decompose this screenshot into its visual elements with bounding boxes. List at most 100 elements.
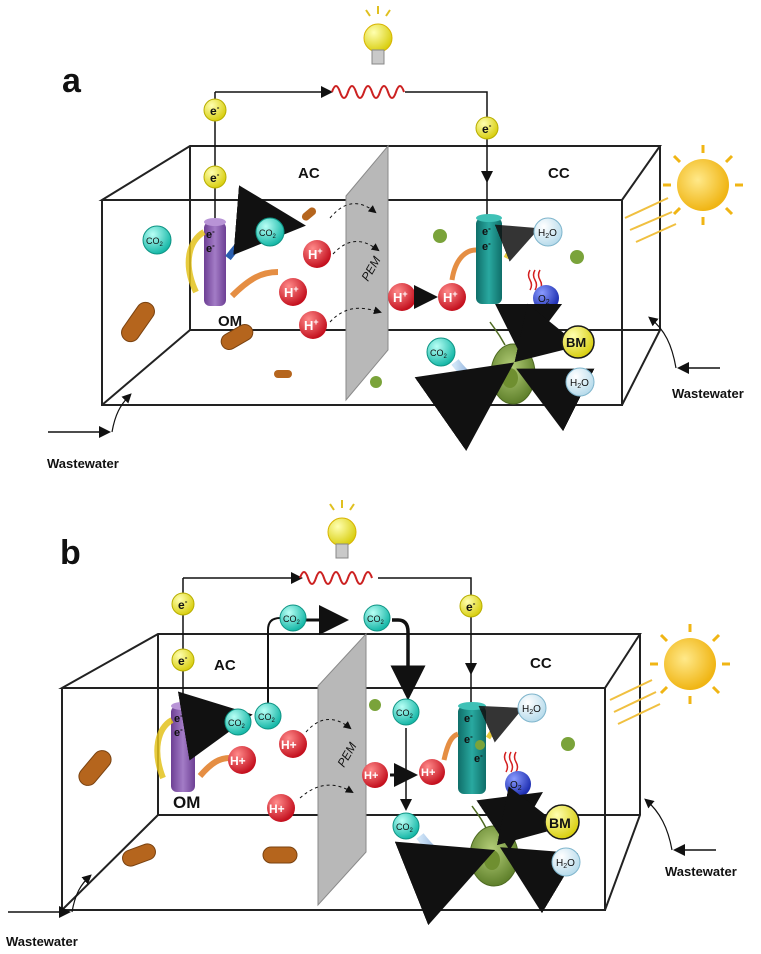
microalga-icon (570, 250, 584, 264)
inflow-arrow (111, 393, 132, 433)
svg-text:e-: e- (464, 711, 473, 725)
proton: H+ (267, 794, 295, 822)
svg-text:BM: BM (549, 815, 571, 831)
svg-text:CO2: CO2 (396, 822, 414, 834)
svg-text:H+: H+ (308, 246, 323, 262)
svg-text:e-: e- (474, 751, 483, 765)
bacterium-icon (262, 846, 298, 864)
electron-cathode-wire: e- (475, 116, 499, 140)
svg-text:e-: e- (206, 227, 215, 241)
inflow-arrow (644, 798, 673, 851)
o2-molecule: O2 (533, 285, 559, 311)
resistor-coil-icon (331, 85, 405, 99)
proton: H+ (388, 283, 416, 311)
microalga-icon (475, 740, 485, 750)
biomass-production-arrow (496, 786, 562, 846)
resistor-coil-icon (299, 571, 373, 585)
svg-text:e-: e- (466, 599, 476, 614)
svg-text:H2O: H2O (570, 378, 589, 390)
proton: H+ (419, 759, 445, 785)
anode-chamber-label: AC (298, 165, 320, 182)
external-circuit (182, 500, 477, 706)
oxygen-release-lines (503, 751, 519, 773)
svg-text:CO2: CO2 (258, 712, 276, 724)
svg-text:e-: e- (482, 121, 492, 136)
light-bulb-icon (327, 500, 357, 559)
svg-text:CO2: CO2 (283, 614, 301, 626)
svg-text:e-: e- (206, 241, 215, 255)
co2-recirculation-path (267, 617, 295, 712)
co2-molecule: CO2 (279, 604, 307, 632)
svg-text:H+: H+ (393, 289, 408, 305)
proton-transfer-arrow (332, 241, 380, 255)
proton: H+ (279, 278, 307, 306)
svg-text:e-: e- (178, 597, 188, 612)
svg-text:H+: H+ (304, 317, 319, 333)
electron-anode-wire: e- (171, 648, 195, 672)
o2-molecule: O2 (505, 771, 531, 797)
cathode-chamber-label: CC (548, 165, 570, 182)
microalga-icon (370, 376, 382, 388)
co2-uptake-arrow (414, 359, 515, 451)
biomass-node: BM (561, 325, 595, 359)
svg-text:CO2: CO2 (430, 348, 448, 360)
proton: H+ (279, 730, 307, 758)
organic-matter-label: OM (218, 313, 242, 330)
cathode-chamber-label: CC (530, 655, 552, 672)
svg-text:CO2: CO2 (396, 708, 414, 720)
om-oxidation-arrow (154, 717, 174, 780)
bacterium-icon (121, 301, 155, 343)
proton: H+ (303, 240, 331, 268)
wastewater-inlet-label: Wastewater (665, 864, 737, 879)
h2o-molecule: H2O (533, 217, 563, 247)
h2o-molecule: H2O (551, 847, 581, 877)
wastewater-inlet-label: Wastewater (6, 934, 78, 949)
reduction-arrow (441, 731, 459, 761)
bacterium-icon (78, 750, 112, 786)
h2o-molecule: H2O (517, 693, 547, 723)
sun-rays (624, 197, 677, 243)
reduction-arrow (449, 247, 477, 281)
electron-top-left: e- (203, 98, 227, 122)
panel-b: b e- (6, 500, 737, 949)
svg-text:H+: H+ (421, 767, 435, 779)
co2-molecule: CO2 (224, 708, 252, 736)
proton: H+ (362, 762, 388, 788)
svg-text:H+: H+ (284, 284, 299, 300)
panel-a: a e- (47, 6, 744, 471)
water-formation-arrow (494, 224, 540, 262)
bacterium-icon (122, 843, 156, 867)
proton: H+ (228, 746, 256, 774)
bacterium-icon (220, 324, 254, 350)
inflow-arrow (71, 874, 92, 913)
inflow-arrow (648, 316, 677, 369)
water-uptake-arrow (516, 368, 595, 432)
wastewater-inlet-label: Wastewater (47, 456, 119, 471)
co2-recirculation-path (390, 618, 426, 701)
svg-text:H+: H+ (281, 738, 297, 752)
proton-release-arrow (229, 269, 279, 299)
proton: H+ (299, 311, 327, 339)
svg-text:H+: H+ (443, 289, 458, 305)
svg-text:BM: BM (566, 335, 586, 350)
sun-icon (663, 145, 743, 225)
svg-text:H2O: H2O (556, 858, 575, 870)
proton: H+ (438, 283, 466, 311)
microalga-icon (433, 229, 447, 243)
co2-molecule: CO2 (255, 217, 285, 247)
svg-text:e-: e- (210, 103, 220, 118)
electron-cathode-wire: e- (459, 594, 483, 618)
svg-text:CO2: CO2 (367, 614, 385, 626)
panel-letter: a (62, 62, 82, 100)
svg-text:O2: O2 (538, 294, 550, 306)
proton-exchange-membrane: PEM (345, 144, 389, 402)
proton-transfer-arrow (305, 719, 352, 733)
microalga-icon (369, 699, 381, 711)
svg-text:H+: H+ (269, 802, 285, 816)
svg-text:e-: e- (482, 239, 491, 253)
proton-transfer-arrow (329, 306, 382, 323)
svg-text:e-: e- (178, 653, 188, 668)
water-uptake-arrow (499, 847, 579, 914)
anode-chamber-label: AC (214, 657, 236, 674)
